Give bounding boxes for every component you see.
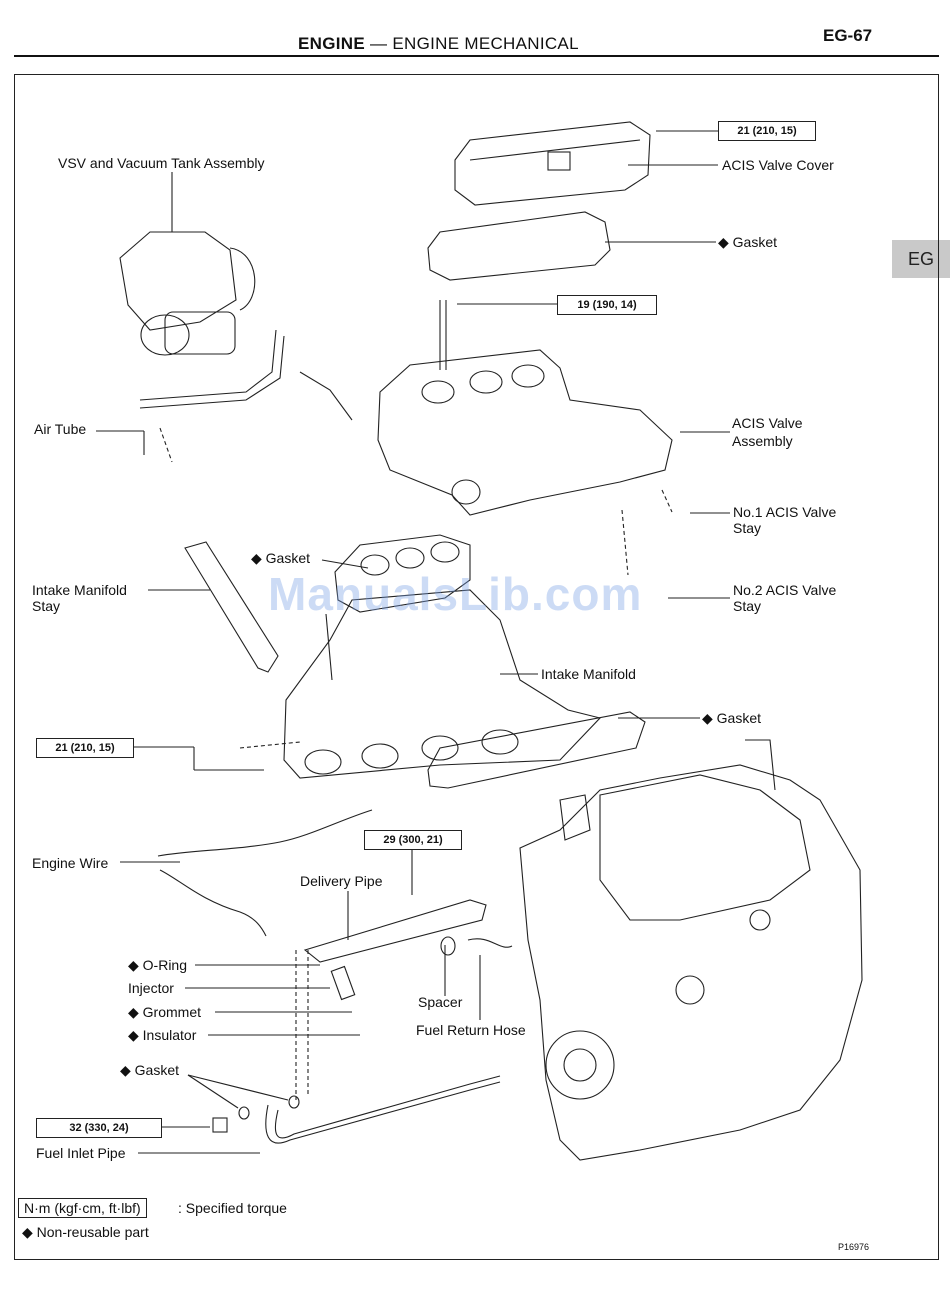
label-air-tube: Air Tube (34, 421, 87, 437)
label-gasket-cover: ◆ Gasket (718, 234, 778, 250)
title-dash: — (370, 34, 388, 53)
label-injector: Injector (128, 980, 174, 996)
label-intake-stay-2: Stay (32, 598, 61, 614)
label-intake-manifold: Intake Manifold (541, 666, 636, 682)
label-fuel-inlet-pipe: Fuel Inlet Pipe (36, 1145, 126, 1161)
watermark: ManualsLib.com (268, 568, 643, 620)
label-fuel-return-hose: Fuel Return Hose (416, 1022, 526, 1038)
section-title: ENGINE (298, 34, 365, 53)
label-intake-stay-1: Intake Manifold (32, 582, 127, 598)
label-spacer: Spacer (418, 994, 463, 1010)
label-insulator: ◆ Insulator (128, 1027, 197, 1043)
label-no2-stay-2: Stay (733, 598, 762, 614)
subsection-title: ENGINE MECHANICAL (392, 34, 579, 53)
figure-number: P16976 (838, 1242, 870, 1252)
legend-unit-box: N·m (kgf·cm, ft·lbf) (18, 1198, 147, 1218)
label-acis-valve-assembly-1: ACIS Valve (732, 415, 803, 431)
label-gasket-lower: ◆ Gasket (702, 710, 762, 726)
torque-box-acis-cover: 21 (210, 15) (718, 121, 816, 141)
label-vsv-tank: VSV and Vacuum Tank Assembly (58, 155, 265, 171)
section-tab: EG (892, 240, 950, 278)
label-o-ring: ◆ O-Ring (128, 957, 188, 973)
label-gasket-upper: ◆ Gasket (251, 550, 311, 566)
label-no2-stay-1: No.2 ACIS Valve (733, 582, 837, 598)
diagram-frame (14, 74, 939, 1260)
legend-unit-desc: : Specified torque (178, 1200, 287, 1216)
label-grommet: ◆ Grommet (128, 1004, 201, 1020)
label-acis-valve-assembly-2: Assembly (732, 433, 793, 449)
label-no1-stay-1: No.1 ACIS Valve (733, 504, 837, 520)
torque-box-fuel-inlet: 32 (330, 24) (36, 1118, 162, 1138)
torque-box-delivery-pipe: 29 (300, 21) (364, 830, 462, 850)
label-no1-stay-2: Stay (733, 520, 762, 536)
label-acis-valve-cover: ACIS Valve Cover (722, 157, 834, 173)
torque-box-acis-valve: 19 (190, 14) (557, 295, 657, 315)
torque-box-manifold: 21 (210, 15) (36, 738, 134, 758)
header-divider (14, 55, 939, 57)
label-delivery-pipe: Delivery Pipe (300, 873, 383, 889)
legend-nonreusable: ◆ Non-reusable part (22, 1224, 149, 1240)
label-engine-wire: Engine Wire (32, 855, 109, 871)
page-title: ENGINE — ENGINE MECHANICAL (298, 34, 579, 54)
page-number: EG-67 (823, 26, 873, 45)
label-gasket-inlet: ◆ Gasket (120, 1062, 180, 1078)
